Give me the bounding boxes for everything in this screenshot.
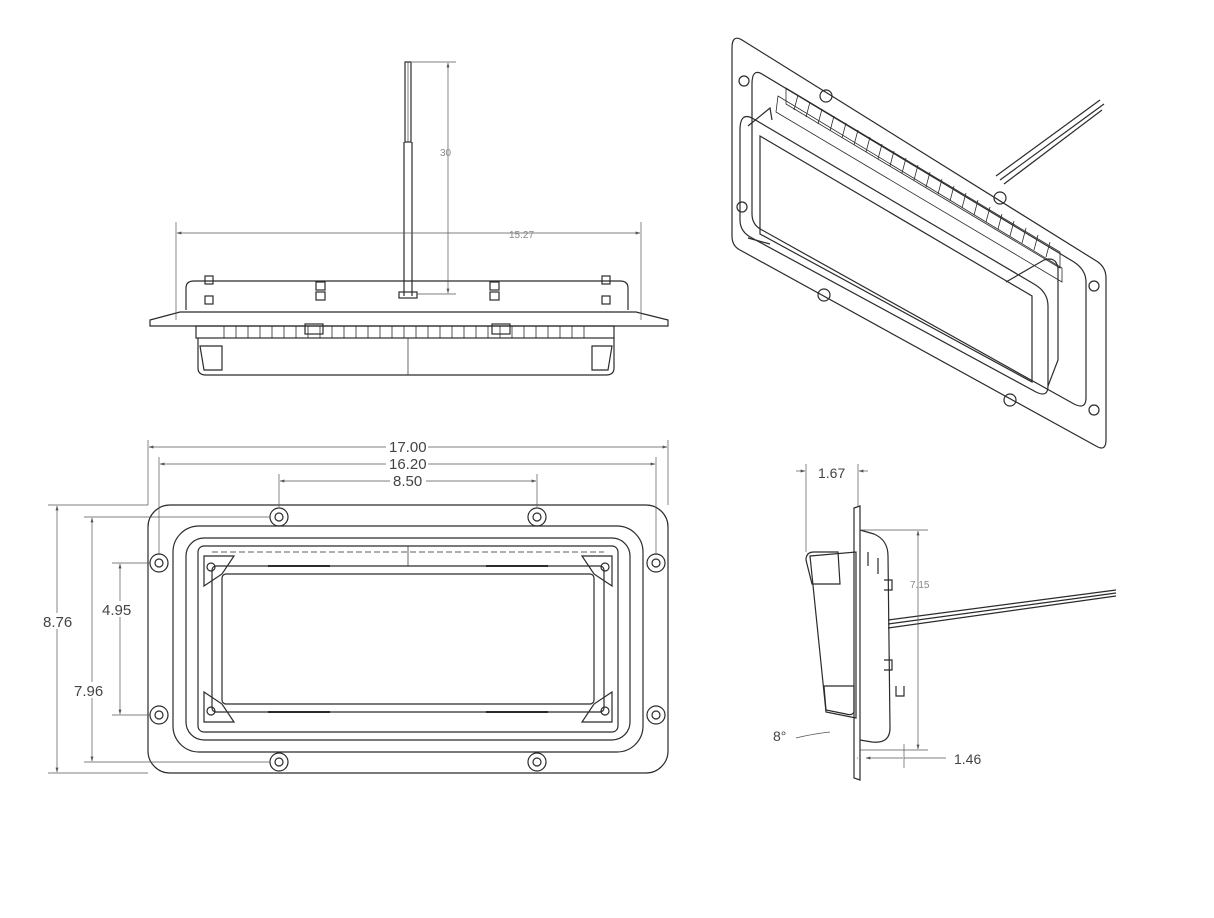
dim-screw-vertical-spacing: 4.95	[102, 602, 131, 619]
top-view-cable	[398, 61, 418, 299]
dim-overall-width: 15.27	[509, 230, 534, 241]
dim-flange-height: 8.76	[43, 614, 72, 631]
isometric-cable	[995, 99, 1105, 185]
dim-cutout-width: 16.20	[389, 456, 427, 473]
dim-depth: 1.46	[954, 751, 981, 767]
dim-cutout-height: 7.96	[74, 683, 103, 700]
isometric-view	[731, 37, 1107, 449]
isometric-heatsink-fins	[785, 87, 1061, 269]
dim-flange-to-front: 1.67	[818, 465, 845, 481]
front-view-recess	[172, 525, 644, 753]
top-view-dimensions	[175, 61, 642, 320]
dim-screw-spacing: 8.50	[393, 473, 422, 490]
front-view-flange	[147, 504, 669, 774]
dim-side-height: 7.15	[910, 580, 930, 591]
front-view-dimensions	[48, 440, 669, 774]
front-view-lens	[211, 565, 605, 713]
front-view: 17.00 16.20 8.50 8.76 7.96 4.95	[40, 439, 669, 774]
dim-flange-width: 17.00	[389, 439, 427, 456]
isometric-lens	[759, 134, 1033, 384]
side-view-lens-body	[809, 551, 857, 719]
isometric-flange	[731, 37, 1107, 449]
side-view-dimensions	[795, 464, 946, 768]
top-view-studs	[204, 275, 611, 305]
isometric-lens-housing	[739, 115, 1049, 395]
top-view: 30 15.27	[149, 61, 669, 376]
dim-cable-length: 30	[440, 148, 452, 159]
dim-tilt-angle: 8°	[773, 728, 786, 744]
isometric-screws	[736, 75, 1100, 416]
top-view-housing	[149, 280, 669, 376]
side-view: 1.67 7.15 1.46 8°	[773, 464, 1117, 781]
side-view-flange	[853, 505, 861, 781]
side-view-cable	[887, 589, 1117, 629]
front-view-corner-brackets	[203, 555, 613, 723]
